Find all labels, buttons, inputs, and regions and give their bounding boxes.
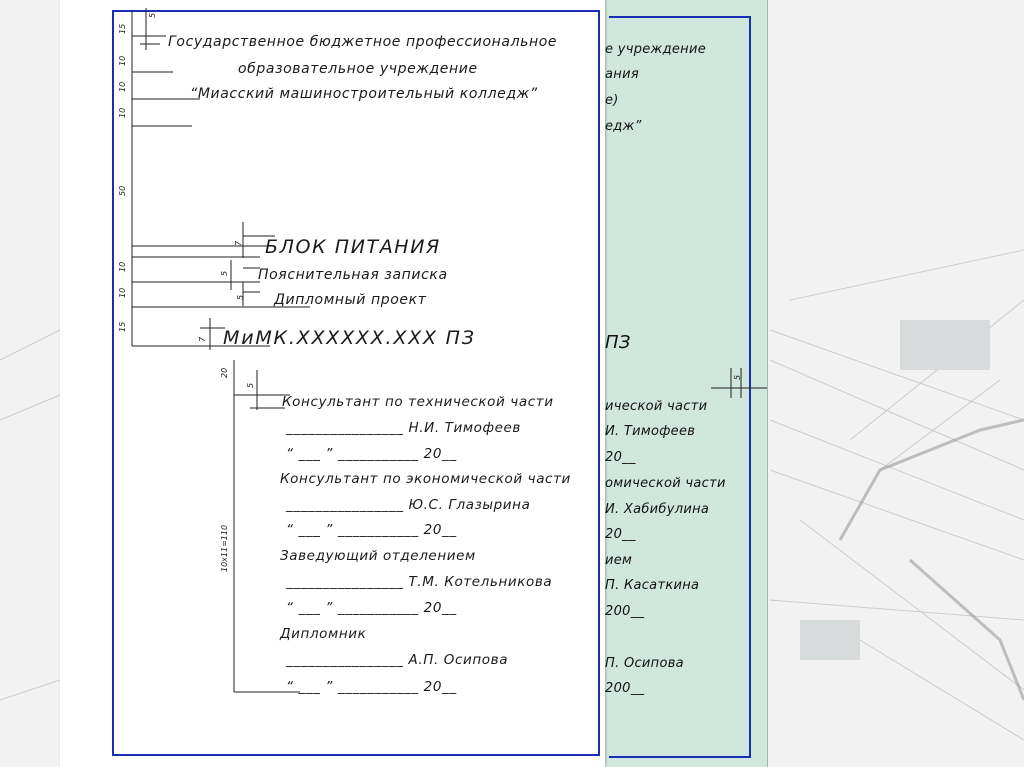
back-text: е учреждение bbox=[605, 42, 706, 57]
back-text: 20__ bbox=[605, 450, 636, 465]
consultant-date-line: “ ___ ” ___________ 20__ bbox=[286, 522, 457, 538]
dim-number: 10 bbox=[118, 55, 127, 66]
back-text: И. Тимофеев bbox=[605, 424, 696, 439]
document-code: МиМК.ХХХХХХ.ХХХ ПЗ bbox=[223, 327, 476, 349]
consultant-role: Дипломник bbox=[280, 626, 367, 642]
back-sheet: е учреждение ания е) едж” ПЗ ической час… bbox=[600, 0, 768, 767]
dim-number: 5 bbox=[246, 382, 255, 388]
back-text: 200__ bbox=[605, 681, 645, 696]
back-text: И. Хабибулина bbox=[605, 502, 710, 517]
front-sheet-frame bbox=[112, 10, 600, 756]
dim-number: 10 bbox=[118, 287, 127, 298]
consultant-role: Консультант по технической части bbox=[282, 394, 554, 410]
consultant-date-line: “ ___ ” ___________ 20__ bbox=[286, 600, 457, 616]
back-text: омической части bbox=[605, 476, 726, 491]
consultant-sign-line: ________________ А.П. Осипова bbox=[286, 652, 509, 668]
dim-number: 10 bbox=[118, 81, 127, 92]
document-title: БЛОК ПИТАНИЯ bbox=[265, 236, 441, 258]
consultant-role: Консультант по экономической части bbox=[280, 471, 571, 487]
back-text: 200__ bbox=[605, 604, 645, 619]
dim-number: 20 bbox=[220, 367, 229, 378]
dim-number: 10 bbox=[118, 107, 127, 118]
dim-number: 50 bbox=[118, 185, 127, 196]
back-text: ической части bbox=[605, 399, 708, 414]
dim-number: 10х11=110 bbox=[220, 524, 229, 572]
dim-number: 7 bbox=[198, 336, 207, 342]
back-text: ания bbox=[605, 67, 639, 82]
dim-number: 7 bbox=[234, 240, 243, 246]
consultant-sign-line: ________________ Н.И. Тимофеев bbox=[286, 420, 521, 436]
consultant-sign-line: ________________ Ю.С. Глазырина bbox=[286, 497, 531, 513]
org-line-1: Государственное бюджетное профессиональн… bbox=[168, 34, 558, 50]
dim-number: 15 bbox=[118, 23, 127, 34]
back-text: П. Осипова bbox=[605, 656, 684, 671]
consultant-sign-line: ________________ Т.М. Котельникова bbox=[286, 574, 553, 590]
document-subtitle-1: Пояснительная записка bbox=[258, 267, 448, 283]
document-subtitle-2: Дипломный проект bbox=[274, 292, 427, 308]
dim-number: 10 bbox=[118, 261, 127, 272]
consultant-date-line: “ ___ ” ___________ 20__ bbox=[286, 679, 457, 695]
back-text: ием bbox=[605, 553, 633, 568]
back-text: е) bbox=[605, 93, 619, 108]
consultant-role: Заведующий отделением bbox=[280, 548, 476, 564]
org-line-3: “Миасский машиностроительный колледж” bbox=[190, 86, 538, 102]
back-text: едж” bbox=[605, 119, 642, 134]
dim-number: 5 bbox=[220, 270, 229, 276]
dim-number: 15 bbox=[118, 321, 127, 332]
org-line-2: образовательное учреждение bbox=[238, 61, 478, 77]
back-doc-code: ПЗ bbox=[605, 332, 631, 353]
front-sheet: 15 5 10 10 10 50 7 10 5 10 5 15 7 20 5 1… bbox=[60, 0, 605, 767]
back-text: 20__ bbox=[605, 527, 636, 542]
back-dimension bbox=[711, 368, 767, 398]
back-dim-number: 5 bbox=[733, 374, 742, 380]
back-sheet-frame bbox=[609, 16, 751, 758]
consultant-date-line: “ ___ ” ___________ 20__ bbox=[286, 446, 457, 462]
dim-number: 5 bbox=[148, 12, 157, 18]
back-text: П. Касаткина bbox=[605, 578, 700, 593]
dim-number: 5 bbox=[236, 294, 245, 300]
